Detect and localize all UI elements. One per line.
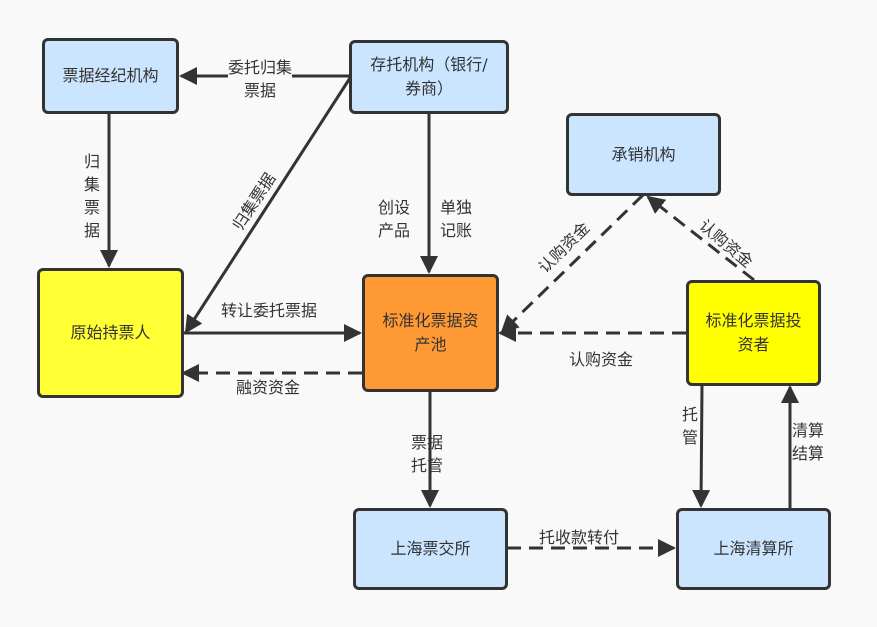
- node-shcpe-label: 上海票交所: [390, 539, 471, 558]
- node-underwriter-label: 承销机构: [611, 144, 676, 164]
- node-investor-label: 标准化票据投资者: [705, 311, 802, 354]
- edge-underwriter-to-pool: [500, 193, 645, 334]
- label-pool-to-holder: 融资资金: [236, 378, 301, 397]
- node-broker[interactable]: 票据经纪机构: [42, 38, 179, 114]
- label-holder-to-pool: 转让委托票据: [221, 301, 318, 320]
- node-broker-label: 票据经纪机构: [62, 66, 159, 85]
- node-original-holder-label: 原始持票人: [70, 323, 151, 342]
- node-original-holder[interactable]: 原始持票人: [37, 268, 184, 398]
- label-pool-to-shcpe: 票据 托管: [411, 433, 444, 475]
- node-investor[interactable]: 标准化票据投资者: [686, 280, 821, 386]
- label-broker-to-holder: 归集票据: [83, 152, 100, 240]
- label-investor-to-shclearing: 托管: [681, 405, 698, 447]
- node-asset-pool-label: 标准化票据资产池: [382, 311, 479, 354]
- node-shcpe[interactable]: 上海票交所: [353, 508, 508, 590]
- label-custodian-to-pool-right: 单独 记账: [440, 198, 473, 240]
- label-custodian-to-pool-left: 创设 产品: [378, 198, 411, 240]
- node-shclearing[interactable]: 上海清算所: [676, 508, 831, 590]
- label-shcpe-to-shclearing: 托收款转付: [539, 528, 620, 547]
- label-custodian-to-broker: 委托归集 票据: [228, 56, 293, 102]
- edge-custodian-to-holder: [184, 77, 352, 334]
- node-custodian[interactable]: 存托机构（银行/券商）: [349, 40, 509, 114]
- node-custodian-label: 存托机构（银行/券商）: [370, 55, 488, 98]
- node-underwriter[interactable]: 承销机构: [566, 113, 721, 196]
- label-investor-to-pool: 认购资金: [569, 350, 634, 369]
- node-shclearing-label: 上海清算所: [713, 539, 794, 558]
- node-asset-pool[interactable]: 标准化票据资产池: [362, 274, 499, 392]
- label-shclearing-to-investor: 清算 结算: [792, 421, 825, 463]
- edge-investor-to-shclearing: [692, 384, 711, 508]
- edge-investor-to-underwriter: [646, 195, 755, 282]
